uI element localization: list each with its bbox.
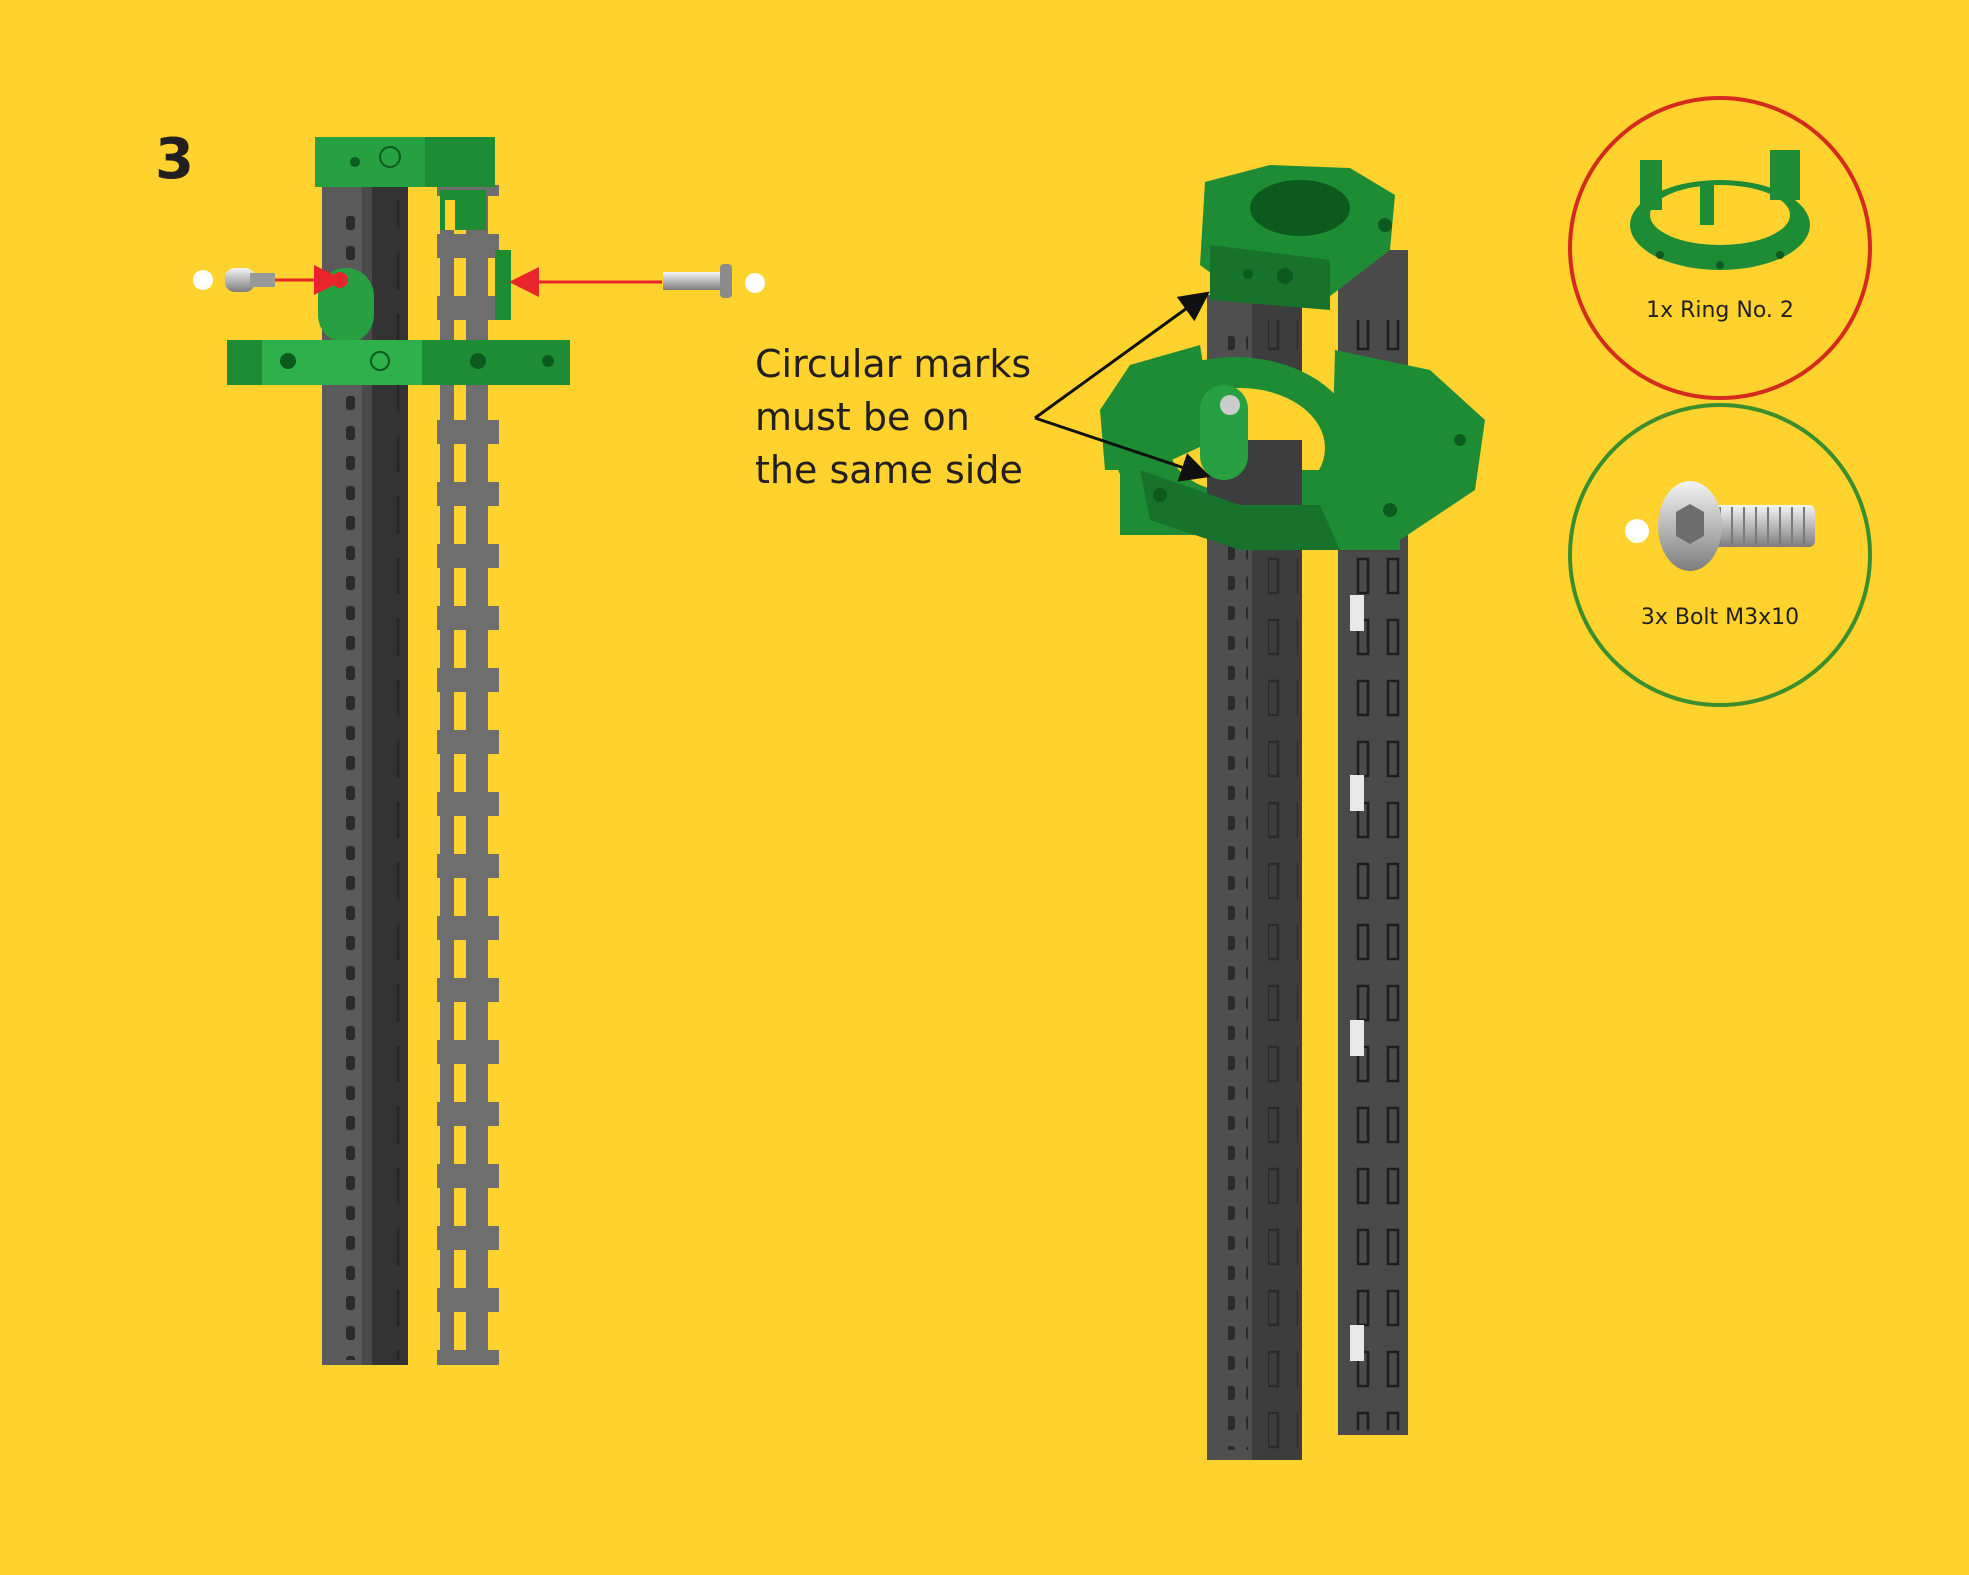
note-line: Circular marks (755, 342, 1032, 386)
circular-marks-note: Circular marks must be on the same side (755, 338, 1031, 497)
step-number: 3 (155, 127, 194, 192)
left-top-green-block (315, 137, 495, 230)
left-bolt-insertion (193, 264, 765, 298)
part-bolt-circle (1568, 403, 1872, 707)
part-ring (1568, 96, 1872, 400)
part-ring-circle (1568, 96, 1872, 400)
right-assembly (1034, 165, 1485, 1460)
ring-part-icon (1630, 150, 1810, 270)
part-bolt-label: 3x Bolt M3x10 (1640, 605, 1800, 630)
bolt-part-icon (1658, 481, 1815, 571)
note-line: must be on (755, 395, 970, 439)
left-green-plate (227, 340, 570, 385)
circular-marks-callout-arrows (1034, 291, 1211, 482)
note-line: the same side (755, 448, 1023, 492)
part-ring-label: 1x Ring No. 2 (1646, 298, 1794, 323)
part-bolt (1568, 403, 1872, 707)
right-lower-ring (1100, 345, 1485, 550)
left-assembly (193, 137, 765, 1365)
right-upper-ring (1200, 165, 1395, 310)
